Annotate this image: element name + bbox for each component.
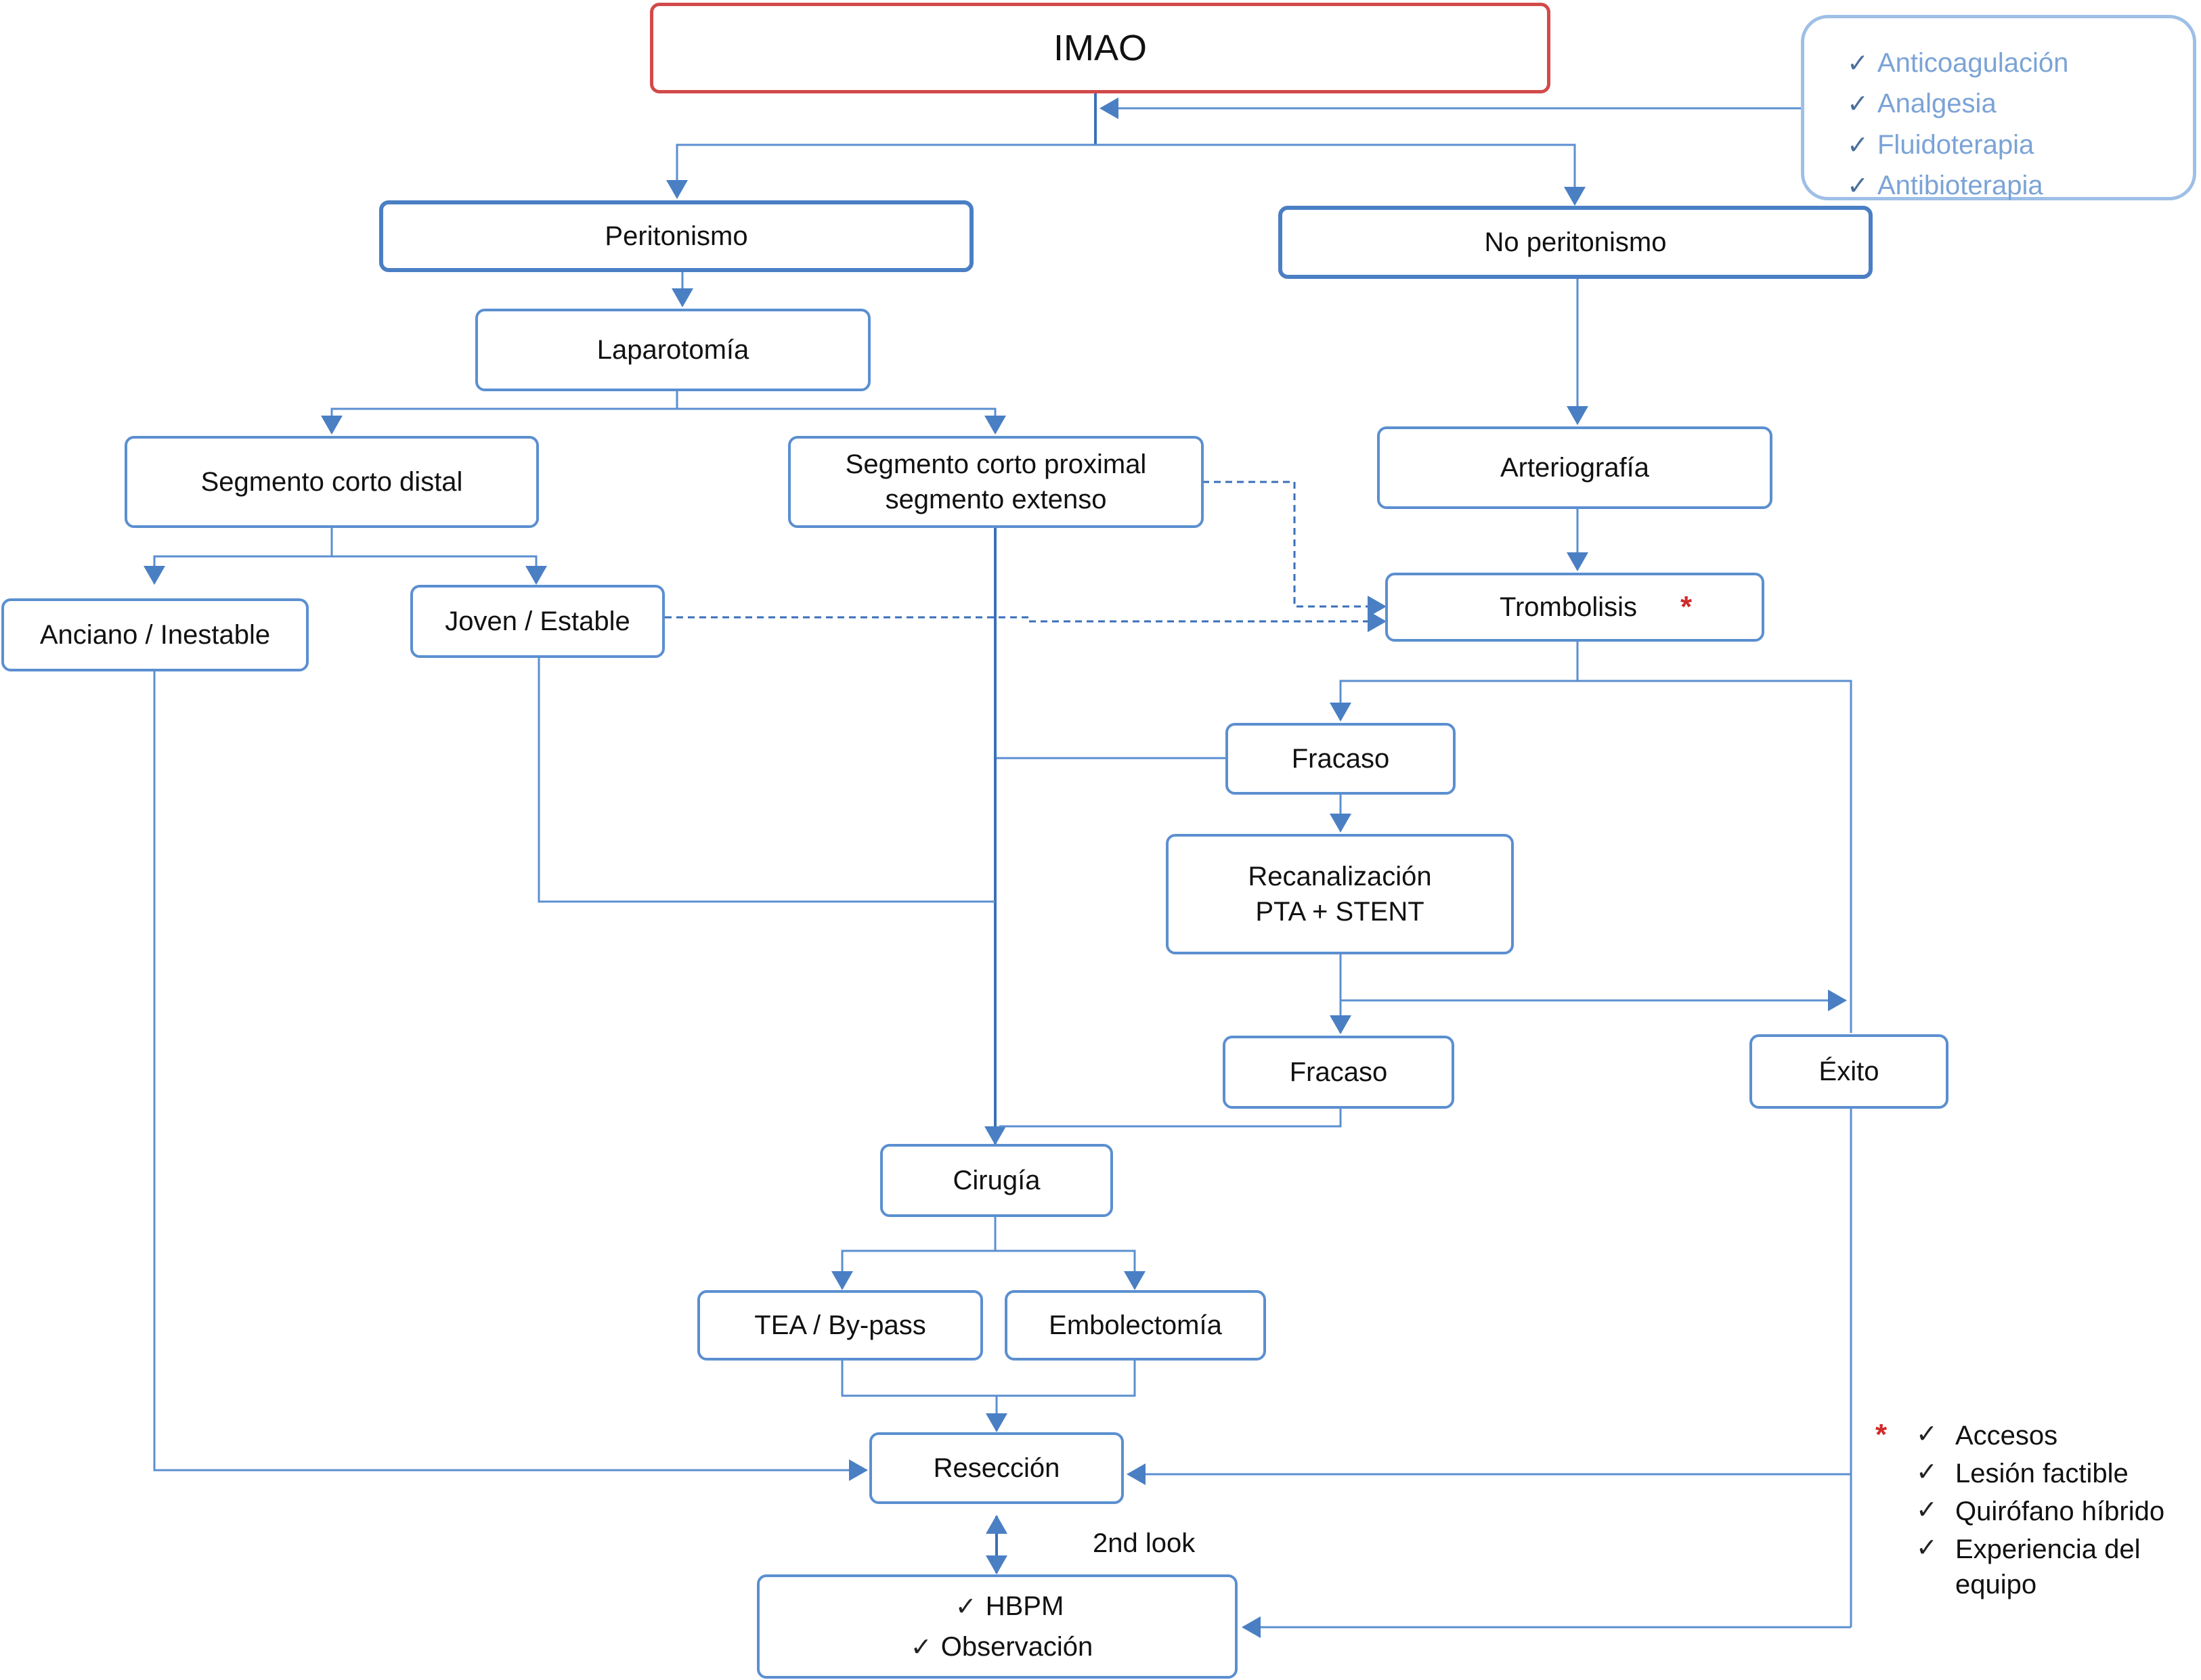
node-laparotomia: Laparotomía: [475, 309, 871, 391]
node-reseccion: Resección: [869, 1432, 1124, 1504]
initial-measures-list: ✓ Anticoagulación ✓ Analgesia ✓ Fluidoterap…: [1838, 45, 2068, 209]
node-embolectomia: Embolectomía: [1005, 1290, 1266, 1361]
connector-to-anciano: [144, 555, 332, 585]
node-segmento-corto-distal-label: Segmento corto distal: [200, 467, 463, 497]
node-reseccion-label: Resección: [933, 1453, 1060, 1483]
node-segmento-proximal: Segmento corto proximal segmento extenso: [788, 436, 1204, 528]
check-icon: ✓: [1916, 1458, 1938, 1486]
factor-label: Quirófano híbrido: [1955, 1497, 2165, 1526]
factor-item: ✓ Quirófano híbrido: [1916, 1494, 2185, 1529]
node-exito: Éxito: [1749, 1034, 1948, 1109]
node-fracaso-trombolisis: Fracaso: [1225, 723, 1456, 795]
node-anciano-inestable: Anciano / Inestable: [1, 598, 309, 671]
node-trombolisis: Trombolisis *: [1385, 573, 1764, 642]
connector-to-fracaso-1: [1330, 680, 1577, 722]
connector-merge-to-reseccion: [841, 1359, 1136, 1397]
measure-item: ✓ Fluidoterapia: [1838, 127, 2068, 162]
initial-measures-box: ✓ Anticoagulación ✓ Analgesia ✓ Fluidoterap…: [1801, 15, 2196, 200]
measure-item: ✓ Analgesia: [1838, 86, 2068, 121]
check-icon: ✓: [1916, 1534, 1938, 1562]
measure-label: Analgesia: [1877, 89, 1997, 119]
connector-to-segmento-distal: [321, 407, 677, 435]
node-segmento-proximal-line2: segmento extenso: [885, 485, 1107, 514]
measure-label: Antibioterapia: [1877, 171, 2043, 201]
node-fracaso-1-label: Fracaso: [1291, 744, 1390, 774]
check-icon: ✓: [1847, 131, 1869, 160]
connector-trombolisis-right-rail: [1577, 680, 1852, 1033]
connector-dashed-joven-trombolisis: [665, 611, 1387, 632]
node-no-peritonismo: No peritonismo: [1278, 206, 1873, 279]
node-exito-label: Éxito: [1818, 1057, 1879, 1086]
connector-to-tea: [831, 1250, 995, 1290]
node-anciano-label: Anciano / Inestable: [39, 620, 271, 650]
node-tea-bypass-label: TEA / By-pass: [754, 1310, 926, 1340]
post-care-item: ✓ HBPM: [902, 1589, 1093, 1624]
check-icon: ✓: [910, 1633, 932, 1662]
node-arteriografia: Arteriografía: [1377, 426, 1772, 509]
node-recanalizacion-line2: PTA + STENT: [1255, 897, 1424, 927]
connector-split-peritonismo: [666, 143, 1095, 199]
second-look-label: 2nd look: [1093, 1528, 1196, 1558]
factor-item: ✓ Lesión factible: [1916, 1456, 2185, 1491]
post-care-label: Observación: [940, 1632, 1093, 1662]
connector-anciano-to-reseccion: [153, 670, 868, 1481]
factor-label: Experiencia del equipo: [1955, 1534, 2141, 1599]
node-fracaso-recanalizacion: Fracaso: [1223, 1036, 1454, 1109]
node-recanalizacion: Recanalización PTA + STENT: [1166, 834, 1514, 954]
connector-to-embolectomia: [995, 1250, 1146, 1290]
factors-asterisk-icon: *: [1875, 1418, 1888, 1451]
thrombolysis-asterisk-icon: *: [1680, 590, 1693, 624]
node-cirugia: Cirugía: [880, 1144, 1113, 1217]
node-joven-label: Joven / Estable: [445, 606, 630, 636]
node-segmento-proximal-text: Segmento corto proximal segmento extenso: [846, 447, 1147, 517]
connector-dashed-proximal-trombolisis: [1202, 481, 1387, 617]
measure-item: ✓ Antibioterapia: [1838, 168, 2068, 203]
factor-label: Lesión factible: [1955, 1459, 2129, 1488]
check-icon: ✓: [1847, 90, 1869, 119]
connector-fracaso2-to-cirugia: [999, 1107, 1342, 1128]
node-segmento-proximal-line1: Segmento corto proximal: [845, 449, 1147, 479]
measure-label: Anticoagulación: [1877, 48, 2069, 78]
post-care-list: ✓ HBPM ✓ Observación: [902, 1589, 1093, 1665]
node-joven-estable: Joven / Estable: [410, 585, 665, 658]
node-recanalizacion-text: Recanalización PTA + STENT: [1248, 859, 1431, 929]
node-imao: IMAO: [650, 3, 1550, 93]
connector-to-segmento-proximal: [677, 407, 1006, 435]
factor-item: ✓ Experiencia del equipo: [1916, 1532, 2185, 1602]
node-peritonismo: Peritonismo: [379, 200, 974, 272]
node-peritonismo-label: Peritonismo: [605, 221, 748, 251]
connector-split-no-peritonismo: [1095, 143, 1586, 206]
post-care-item: ✓ Observación: [902, 1629, 1093, 1664]
node-trombolisis-label: Trombolisis: [1500, 592, 1637, 622]
measure-label: Fluidoterapia: [1877, 129, 2034, 160]
node-no-peritonismo-label: No peritonismo: [1484, 227, 1667, 257]
connector-joven-to-cirugia: [538, 657, 995, 903]
factor-item: ✓ Accesos: [1916, 1418, 2185, 1453]
thrombolysis-factors-list: ✓ Accesos ✓ Lesión factible ✓ Quirófano híb…: [1875, 1418, 2185, 1602]
node-cirugia-label: Cirugía: [953, 1166, 1041, 1195]
node-recanalizacion-line1: Recanalización: [1248, 862, 1432, 891]
factor-label: Accesos: [1955, 1421, 2058, 1451]
node-embolectomia-label: Embolectomía: [1049, 1310, 1222, 1340]
node-imao-label: IMAO: [1053, 27, 1147, 68]
thrombolysis-factors: * ✓ Accesos ✓ Lesión factible ✓ Quirófano h…: [1875, 1418, 2185, 1605]
check-icon: ✓: [955, 1592, 977, 1621]
check-icon: ✓: [1916, 1420, 1938, 1449]
connector-to-joven: [332, 555, 547, 585]
post-care-label: HBPM: [985, 1591, 1064, 1621]
node-arteriografia-label: Arteriografía: [1500, 453, 1650, 483]
node-laparotomia-label: Laparotomía: [596, 335, 749, 365]
node-tea-bypass: TEA / By-pass: [697, 1290, 983, 1361]
node-fracaso-2-label: Fracaso: [1289, 1057, 1388, 1087]
check-icon: ✓: [1847, 172, 1869, 201]
check-icon: ✓: [1847, 49, 1869, 78]
measure-item: ✓ Anticoagulación: [1838, 45, 2068, 81]
check-icon: ✓: [1916, 1496, 1938, 1524]
node-hbpm-observacion: ✓ HBPM ✓ Observación: [757, 1574, 1238, 1679]
node-segmento-corto-distal: Segmento corto distal: [125, 436, 539, 528]
